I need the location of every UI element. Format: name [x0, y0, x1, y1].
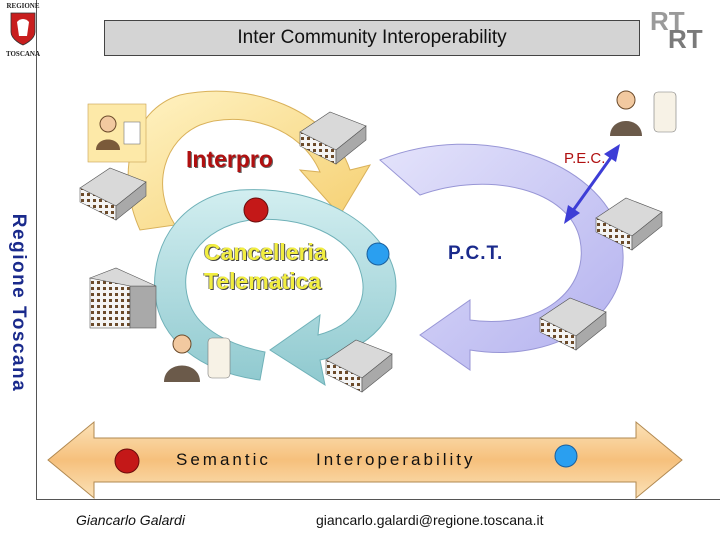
pec-label: P.E.C. [564, 150, 606, 167]
cancelleria-line1: Cancelleria [204, 239, 327, 265]
regione-toscana-logo: REGIONE TOSCANA [2, 2, 42, 58]
frame-line-left [36, 0, 37, 500]
building-icon [299, 111, 367, 165]
interpro-label: Interpro [186, 146, 273, 172]
pct-label: P.C.T. [448, 243, 504, 264]
rt-logo-text: RT [650, 6, 685, 36]
coat-of-arms-icon [10, 12, 36, 46]
blue-dot-bottom [554, 444, 578, 468]
building-icon [539, 297, 607, 351]
interoperability-label: Interoperability [316, 450, 476, 469]
footer-email: giancarlo.galardi@regione.toscana.it [316, 512, 544, 528]
blue-dot-middle [366, 242, 390, 266]
rt-logo-text-shadow: RT [668, 24, 703, 50]
building-icon [79, 167, 147, 221]
rt-logo: RT RT [650, 6, 703, 50]
building-icon [325, 339, 393, 393]
logo-text-bottom: TOSCANA [5, 50, 41, 58]
building-icon [88, 267, 157, 329]
red-dot-top [243, 197, 269, 223]
cancelleria-line2: Telematica [204, 268, 322, 294]
page-title: Inter Community Interoperability [104, 20, 640, 56]
pec-double-arrow [564, 144, 620, 224]
logo-text-top: REGIONE [6, 2, 40, 10]
office-worker-icon [610, 90, 677, 136]
footer-author: Giancarlo Galardi [76, 512, 185, 528]
cancelleria-label: Cancelleria Telematica [204, 238, 327, 296]
frame-line-bottom [36, 499, 720, 500]
red-dot-bottom [114, 448, 140, 474]
office-worker-icon [164, 334, 231, 382]
building-icon [595, 197, 663, 251]
side-label: Regione Toscana [0, 195, 36, 410]
office-worker-icon [87, 103, 147, 163]
semantic-band-arrow [47, 420, 683, 500]
semantic-label: Semantic [176, 450, 271, 469]
side-label-text: Regione Toscana [8, 213, 29, 392]
